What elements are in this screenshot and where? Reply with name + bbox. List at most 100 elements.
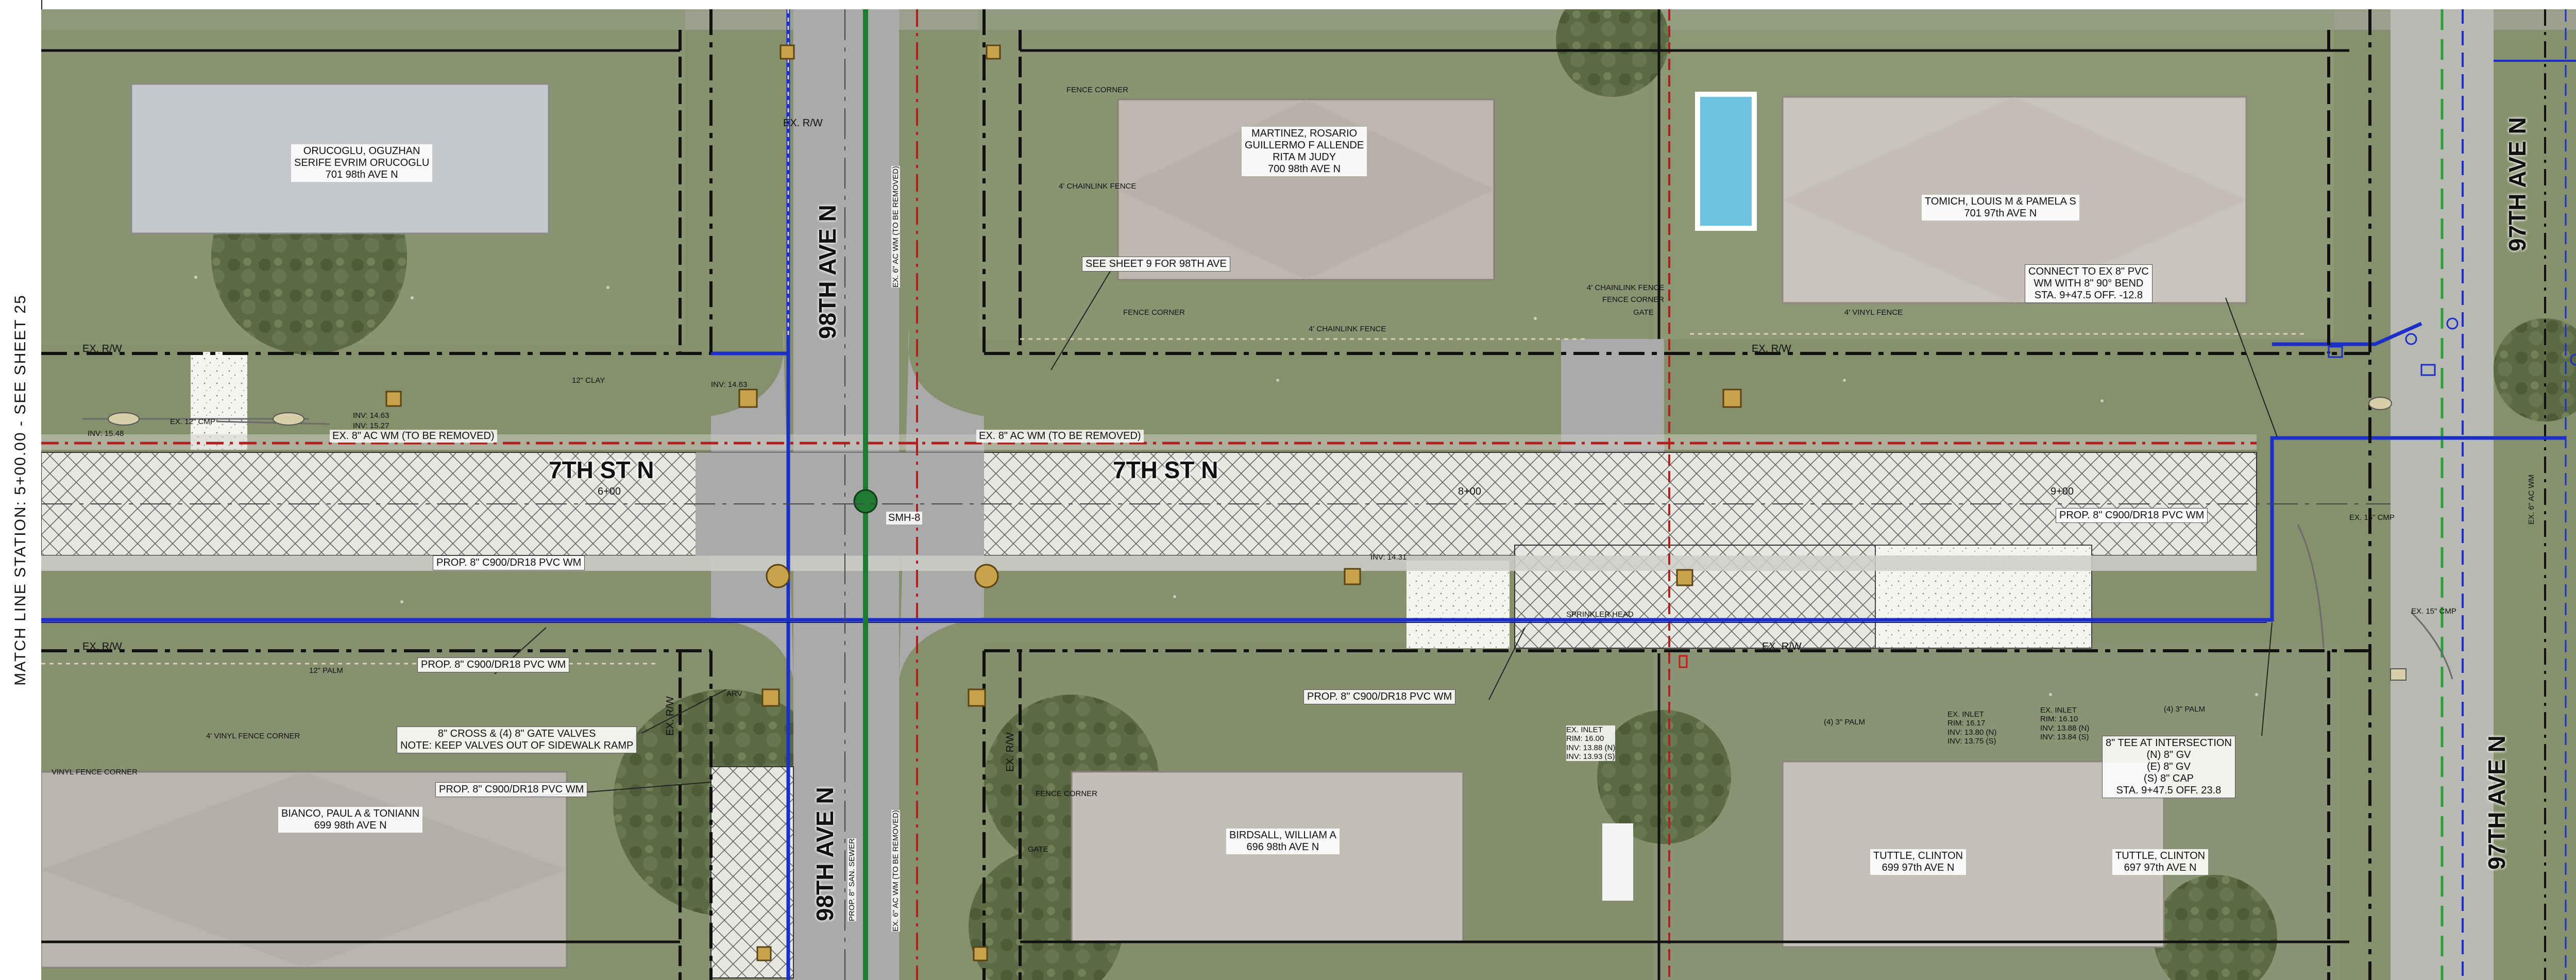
label-chainlink-fence: 4' CHAINLINK FENCE	[1587, 283, 1665, 292]
label-clay-pipe: 12" CLAY	[572, 376, 605, 385]
inlet-line: INV: 13.88 (N)	[2040, 723, 2090, 733]
label-ex-ac-wm-97: EX. 6" AC WM	[2527, 474, 2536, 525]
note-line: CONNECT TO EX 8" PVC	[2028, 266, 2149, 277]
label-sewer: PROP. 8" SAN. SEWER	[848, 838, 857, 921]
owner-name: ORUCOGLU, OGUZHAN	[303, 145, 420, 157]
label-ex-ac-wm: EX. 8" AC WM (TO BE REMOVED)	[330, 430, 497, 443]
owner-address: 697 97th AVE N	[2124, 862, 2197, 873]
note-line: (E) 8" GV	[2147, 761, 2191, 772]
inlet-line: INV: 13.80 (N)	[1947, 728, 1997, 737]
label-palm: (4) 3" PALM	[1824, 718, 1866, 726]
owner-name: TUTTLE, CLINTON	[1873, 850, 1963, 861]
hydrant-marker	[1679, 655, 1688, 668]
owner-name: GUILLERMO F ALLENDE	[1245, 140, 1364, 151]
note-line: (S) 8" CAP	[2143, 773, 2194, 784]
label-prop-wm: PROP. 8" C900/DR18 PVC WM	[433, 555, 585, 570]
label-ex-rw: EX. R/W	[1762, 641, 1802, 652]
owner-name: BIRDSALL, WILLIAM A	[1229, 830, 1336, 841]
inlet-line: RIM: 16.10	[2040, 715, 2078, 724]
label-ex-ac-wm: EX. 8" AC WM (TO BE REMOVED)	[976, 430, 1144, 443]
label-cmp: EX. 15" CMP	[2411, 607, 2456, 616]
label-gate: GATE	[1028, 845, 1048, 854]
label-arv: ARV	[726, 689, 742, 698]
owner-name: TUTTLE, CLINTON	[2115, 850, 2206, 861]
label-ex-rw: EX. R/W	[783, 117, 823, 129]
label-inlet-2: EX. INLET RIM: 16.10 INV: 13.88 (N) INV:…	[2040, 706, 2089, 741]
note-line: STA. 9+47.5 OFF. -12.8	[2034, 290, 2143, 301]
manhole-smh8	[853, 489, 878, 514]
valve-marker	[974, 564, 999, 588]
note-cross-gate-valves: 8" CROSS & (4) 8" GATE VALVES NOTE: KEEP…	[397, 726, 637, 753]
inlet-line: EX. INLET	[1947, 710, 1984, 719]
street-label-97th-north: 97TH AVE N	[2504, 117, 2531, 251]
note-line: (N) 8" GV	[2146, 749, 2191, 761]
owner-label-tuttle-699: TUTTLE, CLINTON 699 97th AVE N	[1870, 849, 1967, 875]
inlet-line: RIM: 16.17	[1947, 719, 1986, 728]
street-label-7th-west: 7TH ST N	[549, 457, 654, 483]
label-palm: 12" PALM	[309, 666, 343, 675]
label-fence-corner: FENCE CORNER	[1123, 308, 1185, 317]
label-inv: INV: 14.63	[711, 380, 748, 389]
owner-label-orucoglu: ORUCOGLU, OGUZHAN SERIFE EVRIM ORUCOGLU …	[291, 144, 433, 182]
inlet-line: INV: 13.88 (N)	[1566, 743, 1616, 752]
label-prop-wm: PROP. 8" C900/DR18 PVC WM	[417, 657, 570, 672]
label-fence-corner: FENCE CORNER	[1066, 86, 1129, 94]
label-cmp: EX. 12" CMP	[170, 417, 215, 426]
owner-address: 701 97th AVE N	[1964, 208, 2037, 219]
label-ex-ac-wm-98: EX. 6" AC WM (TO BE REMOVED)	[891, 810, 901, 932]
owner-name: MARTINEZ, ROSARIO	[1251, 128, 1358, 139]
right-of-way-lines	[41, 9, 2371, 980]
label-inv: INV: 15.27	[353, 421, 389, 430]
note-line: STA. 9+47.5 OFF. 23.8	[2116, 785, 2222, 796]
owner-label-tomich: TOMICH, LOUIS M & PAMELA S 701 97th AVE …	[1922, 195, 2079, 221]
match-line-label: MATCH LINE STATION: 5+00.00 - SEE SHEET …	[12, 294, 29, 686]
label-chainlink-fence: 4' CHAINLINK FENCE	[1059, 182, 1137, 191]
spot-elevation-marks	[194, 276, 2258, 696]
station-label: 6+00	[598, 486, 621, 497]
owner-label-tuttle-697: TUTTLE, CLINTON 697 97th AVE N	[2112, 849, 2209, 875]
owner-label-martinez: MARTINEZ, ROSARIO GUILLERMO F ALLENDE RI…	[1242, 127, 1367, 176]
proposed-water-main	[41, 9, 2566, 980]
label-inlet-1: EX. INLET RIM: 16.17 INV: 13.80 (N) INV:…	[1947, 710, 1996, 746]
street-label-7th-east: 7TH ST N	[1113, 457, 1218, 483]
note-line: 8" CROSS & (4) 8" GATE VALVES	[437, 728, 596, 739]
note-tee-intersection: 8" TEE AT INTERSECTION (N) 8" GV (E) 8" …	[2102, 736, 2235, 798]
label-inv: INV: 15.48	[88, 429, 124, 438]
label-prop-wm: PROP. 8" C900/DR18 PVC WM	[435, 782, 588, 797]
label-ex-rw: EX. R/W	[1005, 732, 1016, 772]
station-label: 8+00	[1458, 486, 1482, 497]
label-vinyl-fence: 4' VINYL FENCE	[1844, 308, 1903, 317]
owner-address: 696 98th AVE N	[1246, 841, 1319, 853]
street-label-97th-south: 97TH AVE N	[2483, 735, 2510, 870]
inlet-line: EX. INLET	[1566, 725, 1603, 734]
owner-address: 699 97th AVE N	[1882, 862, 1955, 873]
note-line: WM WITH 8" 90° BEND	[2033, 278, 2144, 289]
owner-name: BIANCO, PAUL A & TONIANN	[281, 808, 420, 819]
label-inv: INV: 14.31	[1370, 553, 1407, 562]
inlet-line: EX. INLET	[2040, 706, 2077, 715]
label-ex-rw: EX. R/W	[82, 343, 122, 354]
note-see-sheet: SEE SHEET 9 FOR 98TH AVE	[1082, 257, 1230, 272]
owner-name: RITA M JUDY	[1273, 151, 1336, 163]
label-chainlink-fence: 4' CHAINLINK FENCE	[1309, 325, 1386, 333]
street-label-98th-north: 98TH AVE N	[814, 205, 841, 339]
label-ex-rw: EX. R/W	[1752, 343, 1791, 354]
owner-label-birdsall: BIRDSALL, WILLIAM A 696 98th AVE N	[1226, 829, 1340, 854]
label-prop-wm: PROP. 8" C900/DR18 PVC WM	[2056, 508, 2208, 523]
owner-name: TOMICH, LOUIS M & PAMELA S	[1925, 196, 2076, 207]
match-line-banner: MATCH LINE STATION: 5+00.00 - SEE SHEET …	[0, 0, 42, 980]
label-ex-rw: EX. R/W	[82, 641, 122, 652]
street-label-98th-south: 98TH AVE N	[811, 787, 838, 921]
inlet-line: INV: 13.75 (S)	[1947, 736, 1996, 746]
label-inv: INV: 14.63	[353, 411, 389, 420]
station-label: 9+00	[2050, 486, 2074, 497]
note-line: NOTE: KEEP VALVES OUT OF SIDEWALK RAMP	[400, 740, 634, 751]
label-vinyl-fence-corner: VINYL FENCE CORNER	[52, 768, 138, 776]
site-plan: 7TH ST N 7TH ST N 98TH AVE N 98TH AVE N …	[41, 9, 2576, 980]
note-connect-existing: CONNECT TO EX 8" PVC WM WITH 8" 90° BEND…	[2025, 264, 2153, 303]
owner-address: 700 98th AVE N	[1268, 163, 1341, 175]
inlet-line: INV: 13.84 (S)	[2040, 732, 2089, 741]
drain-structures	[108, 397, 2406, 681]
label-smh: SMH-8	[886, 512, 923, 525]
label-cmp: EX. 15" CMP	[2349, 513, 2395, 522]
